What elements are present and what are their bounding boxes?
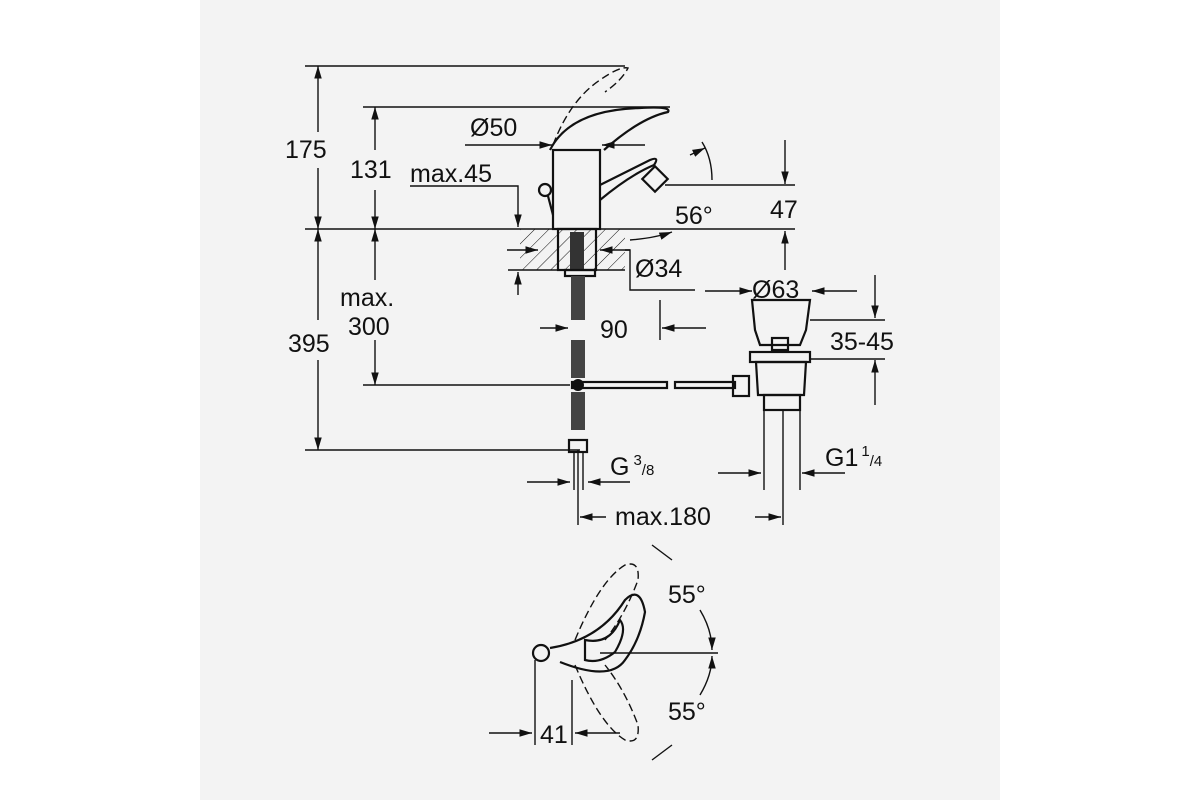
dim-outlet-height: 47 [770,196,798,224]
top-angle-lower: 55° [668,698,706,726]
dim-max-300-label: max. [340,284,394,312]
dim-hole-diameter: Ø34 [635,255,682,283]
dim-max-180: max.180 [615,503,711,531]
dim-drain-diameter: Ø63 [752,276,799,304]
dim-spout-height: 131 [350,156,392,184]
faucet-side-view [520,67,670,490]
dim-max-300-value: 300 [348,313,390,341]
drawing-panel [200,0,1000,800]
dim-offset: 90 [600,316,628,344]
dim-total-height: 175 [285,136,327,164]
top-angle-upper: 55° [668,581,706,609]
dim-body-diameter: Ø50 [470,114,517,142]
faucet-top-view [489,544,718,761]
dim-drain-range: 35-45 [830,328,894,356]
dim-spout-angle: 56° [675,202,713,230]
dim-supply-length: 395 [288,330,330,358]
drain-assembly [570,298,812,490]
dim-max-deck: max.45 [410,160,492,188]
dim-41: 41 [540,721,568,749]
